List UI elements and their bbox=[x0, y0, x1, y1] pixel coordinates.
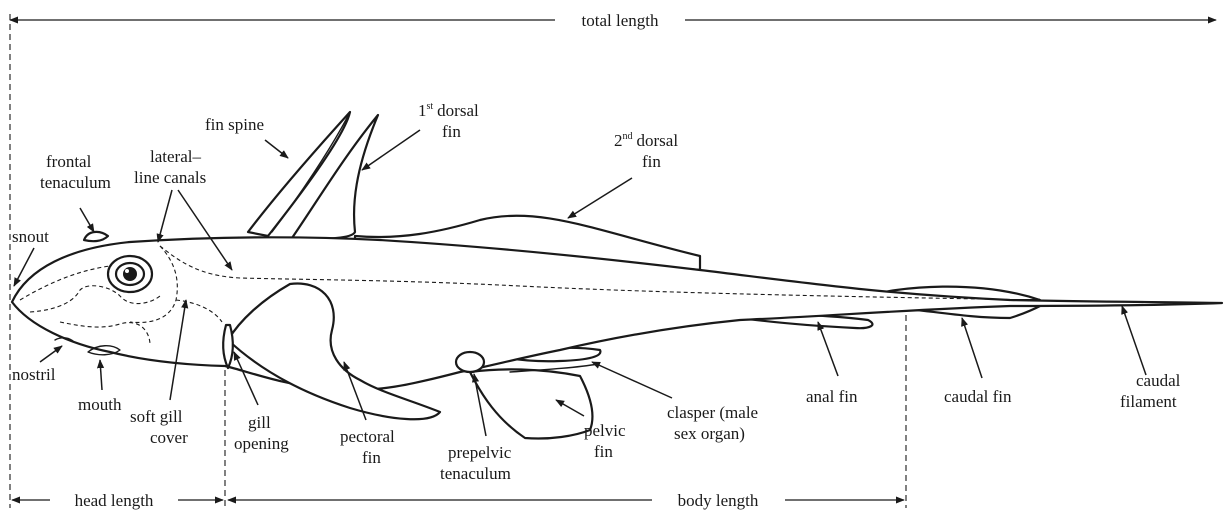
pectoral-fin-label-line2: fin bbox=[362, 448, 381, 467]
clasper-label-line2: sex organ) bbox=[674, 424, 745, 443]
caudal-filament-label-line1: caudal bbox=[1136, 371, 1181, 390]
pelvic-fin-label-line1: pelvic bbox=[584, 421, 626, 440]
clasper-arrow bbox=[592, 362, 672, 398]
body-length-label: body length bbox=[678, 491, 759, 510]
nostril-label: nostril bbox=[12, 365, 56, 384]
frontal-tenaculum-arrow bbox=[80, 208, 94, 232]
anal-fin-label: anal fin bbox=[806, 387, 858, 406]
pupil bbox=[123, 267, 137, 281]
frontal-tenaculum bbox=[84, 232, 108, 241]
lateral-line-label-line1: lateral– bbox=[150, 147, 201, 166]
caudal-fin-label: caudal fin bbox=[944, 387, 1012, 406]
gill-opening-label-line2: opening bbox=[234, 434, 289, 453]
clasper-label-line1: clasper (male bbox=[667, 403, 758, 422]
fish-body bbox=[12, 237, 1222, 390]
prepelvic-tenaculum-label-line1: prepelvic bbox=[448, 443, 512, 462]
anal-fin-arrow bbox=[818, 322, 838, 376]
total-length-dimension: total length bbox=[10, 11, 1216, 30]
second-dorsal-arrow bbox=[568, 178, 632, 218]
prepelvic-tenaculum bbox=[456, 352, 484, 372]
first-dorsal-label-line2: fin bbox=[442, 122, 461, 141]
total-length-label: total length bbox=[582, 11, 659, 30]
head-length-dimension: head length bbox=[12, 491, 223, 510]
nostril-arrow bbox=[40, 346, 62, 362]
body-length-dimension: body length bbox=[228, 491, 904, 510]
caudal-filament-arrow bbox=[1122, 306, 1146, 375]
soft-gill-cover-label-line2: cover bbox=[150, 428, 188, 447]
pectoral-fin-label-line1: pectoral bbox=[340, 427, 395, 446]
prepelvic-tenaculum-label-line2: tenaculum bbox=[440, 464, 511, 483]
pelvic-fin-label-line2: fin bbox=[594, 442, 613, 461]
head-length-label: head length bbox=[75, 491, 154, 510]
soft-gill-cover-label-line1: soft gill bbox=[130, 407, 183, 426]
caudal-fin-arrow bbox=[962, 318, 982, 378]
mouth-label: mouth bbox=[78, 395, 122, 414]
lateral-line-label-line2: line canals bbox=[134, 168, 206, 187]
caudal-filament-label-line2: filament bbox=[1120, 392, 1177, 411]
second-dorsal-label-line2: fin bbox=[642, 152, 661, 171]
frontal-tenaculum-label-line2: tenaculum bbox=[40, 173, 111, 192]
snout-label: snout bbox=[12, 227, 49, 246]
fin-spine-label: fin spine bbox=[205, 115, 264, 134]
gill-opening-label-line1: gill bbox=[248, 413, 271, 432]
gill-opening bbox=[223, 325, 233, 368]
mouth-arrow bbox=[100, 360, 102, 390]
frontal-tenaculum-label-line1: frontal bbox=[46, 152, 92, 171]
pelvic-fin bbox=[470, 369, 592, 438]
lateral-line-arrow-1 bbox=[158, 190, 172, 242]
fin-spine-arrow bbox=[265, 140, 288, 158]
